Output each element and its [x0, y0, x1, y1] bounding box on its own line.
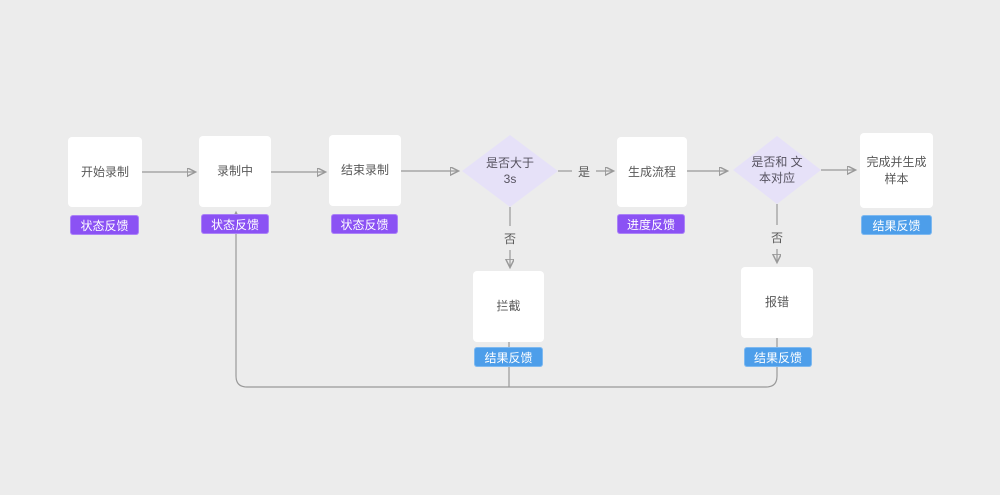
decision-text-match-diamond[interactable]: [733, 136, 821, 204]
edge-label-no-text-match: 否: [770, 230, 783, 245]
badge-start-record-status-label: 状态反馈: [80, 218, 129, 233]
node-complete-sample[interactable]: 完成并生成样本: [860, 133, 933, 208]
connector-error-feedback-loop: [236, 213, 778, 388]
badge-report-error-result[interactable]: 结果反馈: [744, 347, 812, 367]
node-report-error[interactable]: 报错: [741, 267, 813, 338]
badge-intercept-result[interactable]: 结果反馈: [474, 347, 543, 367]
node-generate-flow[interactable]: 生成流程: [617, 137, 687, 207]
badge-intercept-result-label: 结果反馈: [484, 350, 533, 365]
decision-duration-diamond[interactable]: [462, 135, 558, 207]
badge-generate-flow-progress[interactable]: 进度反馈: [617, 214, 685, 234]
decision-duration-label: 是否大于 3s: [485, 156, 534, 186]
node-recording[interactable]: 录制中: [199, 136, 271, 207]
decision-text-match-label: 是否和 文本对应: [751, 155, 803, 185]
node-end-record-label: 结束录制: [340, 163, 389, 177]
node-end-record[interactable]: 结束录制: [329, 135, 401, 206]
badge-end-record-status[interactable]: 状态反馈: [331, 214, 398, 234]
edge-label-no-duration: 否: [503, 231, 516, 246]
badge-report-error-result-label: 结果反馈: [753, 350, 802, 365]
badge-recording-status[interactable]: 状态反馈: [201, 214, 269, 234]
badge-recording-status-label: 状态反馈: [210, 217, 259, 232]
badge-end-record-status-label: 状态反馈: [340, 217, 389, 232]
node-complete-sample-label: 完成并生成样本: [866, 154, 927, 186]
badge-complete-sample-result[interactable]: 结果反馈: [861, 215, 932, 235]
node-generate-flow-label: 生成流程: [627, 164, 676, 179]
node-start-record[interactable]: 开始录制: [68, 137, 142, 207]
node-intercept-label: 拦截: [496, 299, 521, 313]
badge-generate-flow-progress-label: 进度反馈: [626, 217, 675, 232]
node-intercept[interactable]: 拦截: [473, 271, 544, 342]
edge-label-yes: 是: [577, 164, 590, 179]
badge-complete-sample-result-label: 结果反馈: [872, 218, 921, 233]
badge-start-record-status[interactable]: 状态反馈: [70, 215, 139, 235]
node-recording-label: 录制中: [216, 164, 253, 178]
node-start-record-label: 开始录制: [80, 164, 129, 179]
node-report-error-label: 报错: [764, 295, 789, 309]
